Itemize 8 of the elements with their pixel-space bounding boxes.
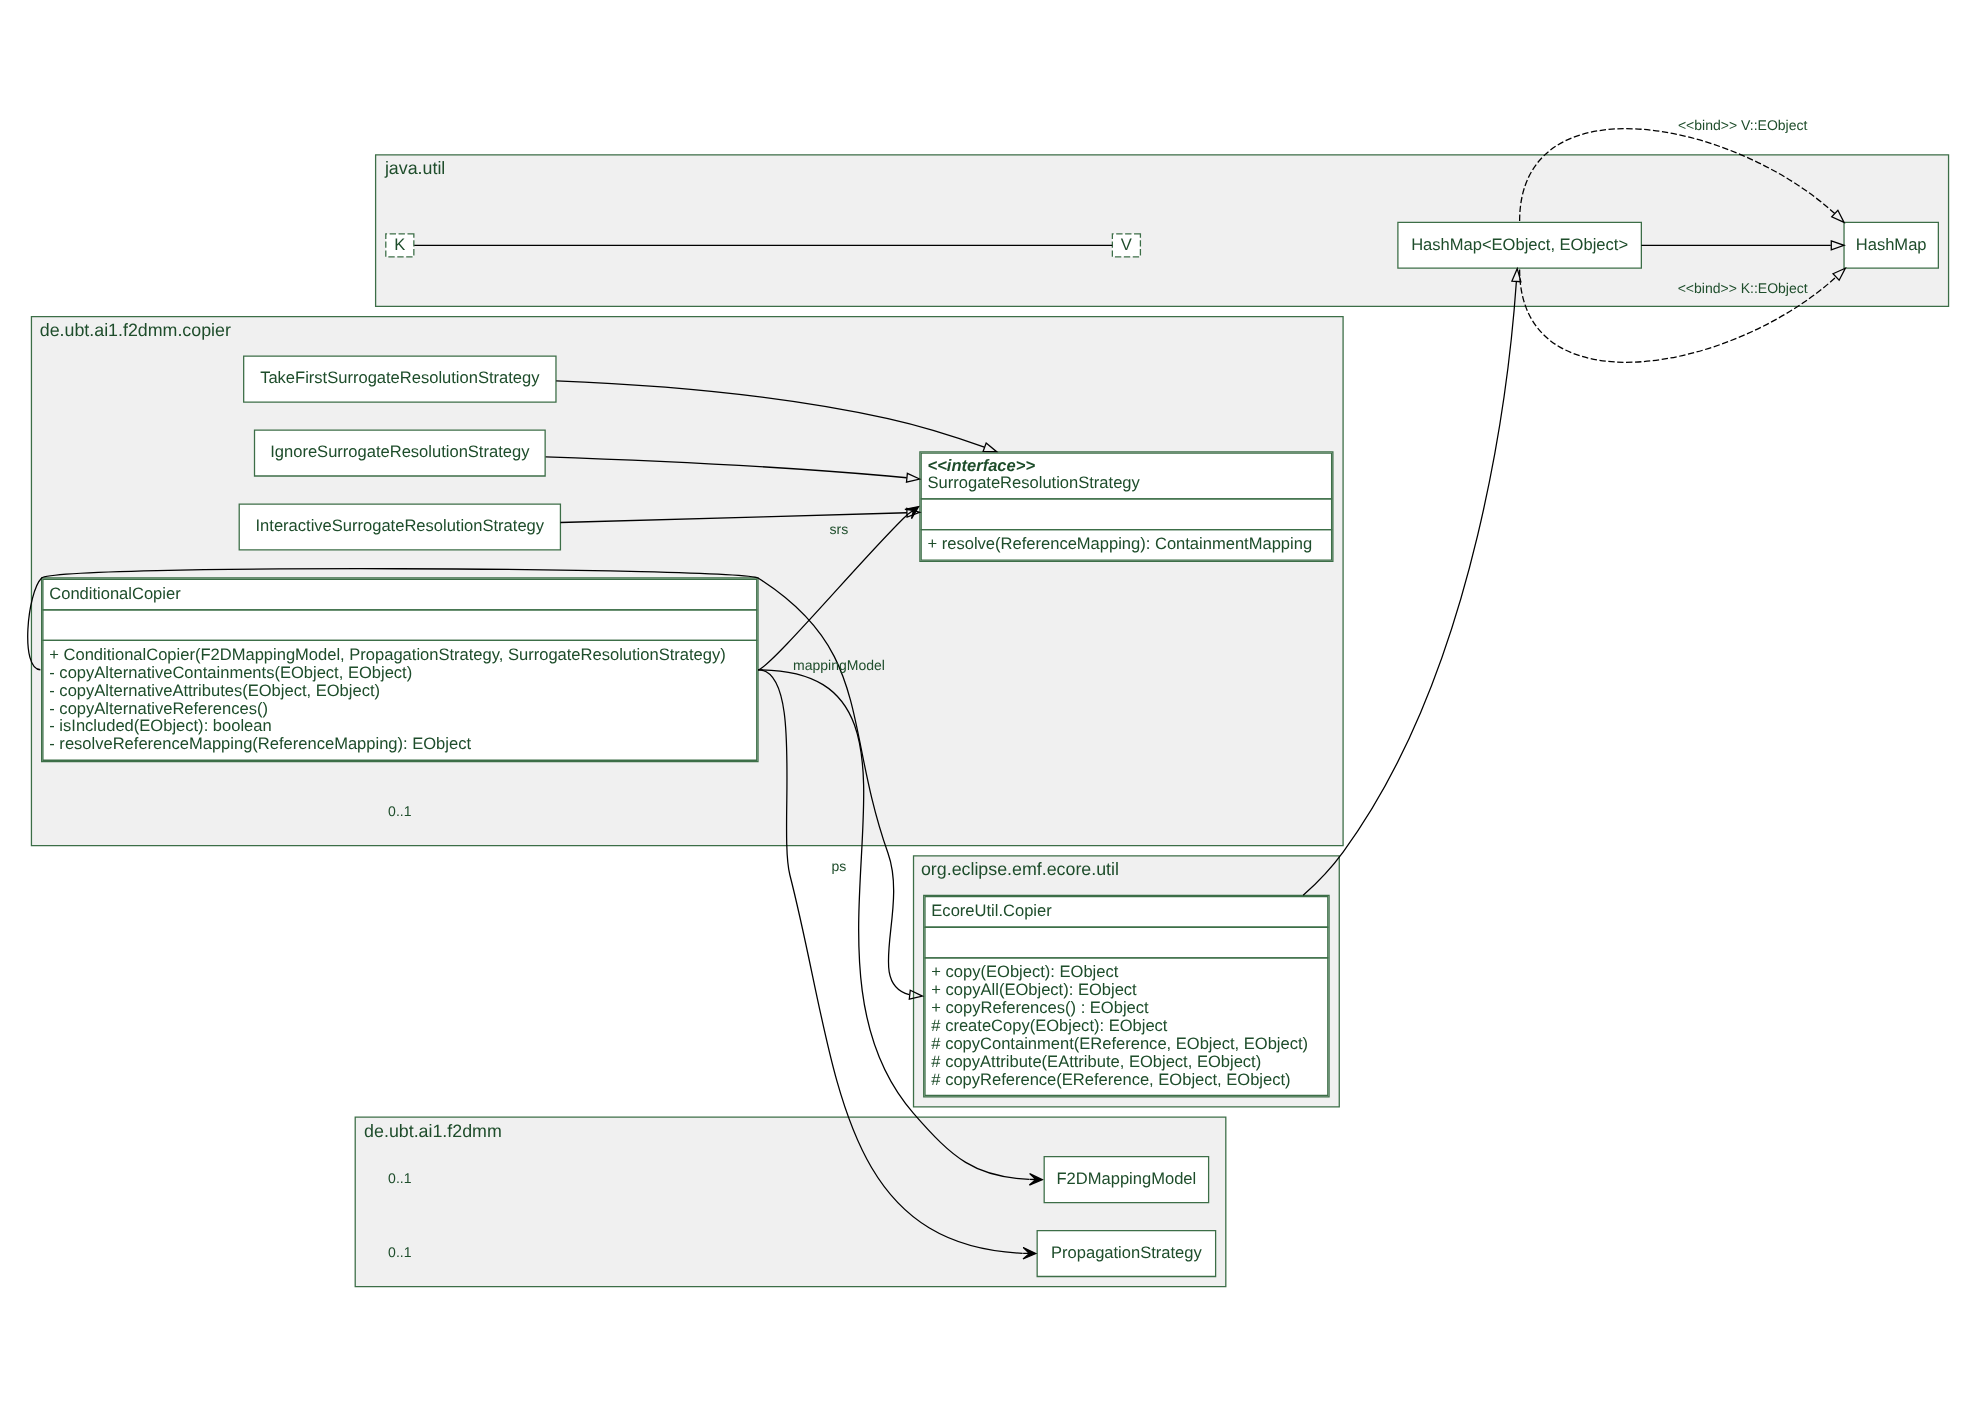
arrow [1302, 265, 1522, 895]
connector [413, 243, 1113, 245]
arrow [27, 567, 925, 999]
arrow [545, 455, 922, 483]
arrow [1519, 127, 1846, 223]
arrow [555, 379, 999, 452]
arrow [1640, 238, 1846, 250]
arrow [1519, 265, 1847, 362]
